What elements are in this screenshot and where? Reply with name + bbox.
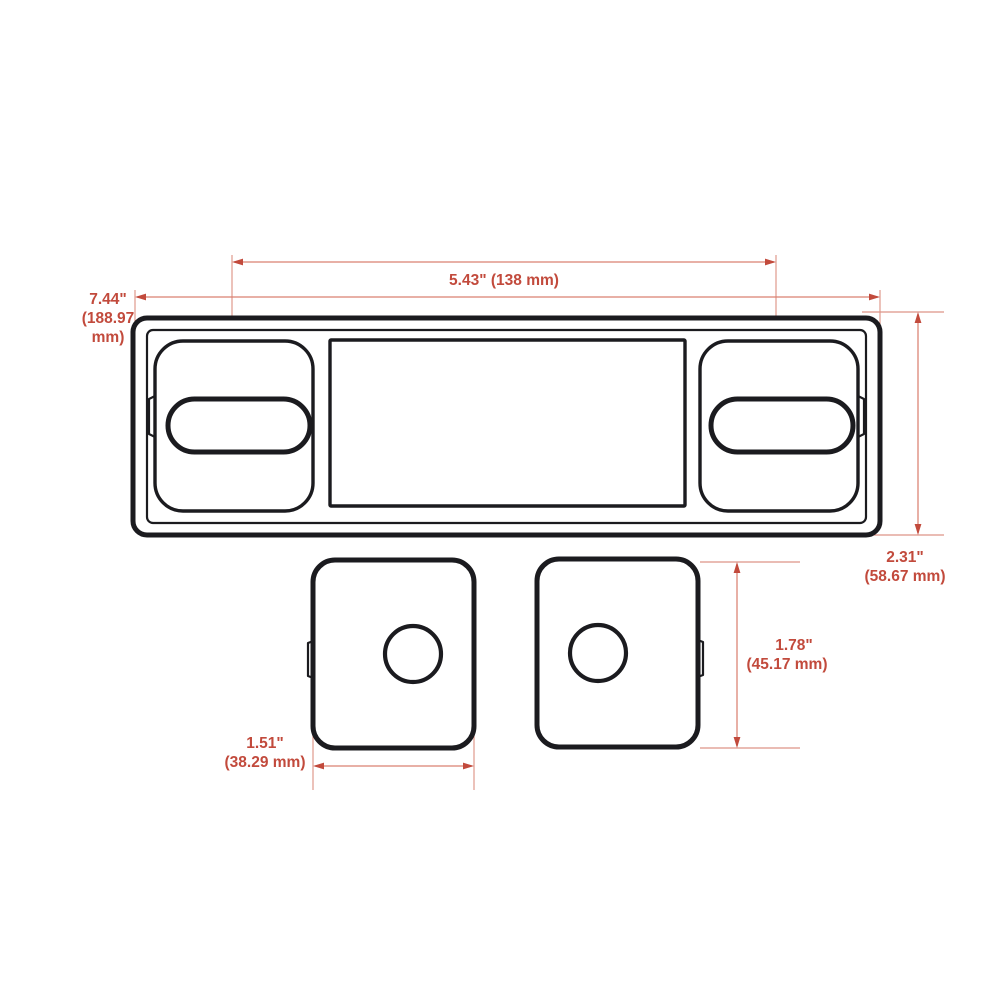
mounting-hole-right [567, 622, 629, 684]
overall-height-arrow-top [914, 312, 922, 323]
right-slot [708, 396, 856, 455]
dimension-overall-width: 7.44" (188.97 mm) [82, 290, 881, 346]
center-window [328, 338, 687, 508]
overall-width-arrow-right [869, 293, 880, 301]
pad-height-label-inch: 1.78" [775, 637, 813, 654]
overall-height-label-inch: 2.31" [886, 549, 924, 566]
pad-width-arrow-right [463, 762, 474, 770]
textured-pad-left [306, 557, 477, 751]
overall-height-label-mm: (58.67 mm) [865, 568, 946, 585]
overall-width-label-mm1: (188.97 [82, 310, 135, 327]
dimension-pad-height: 1.78" (45.17 mm) [700, 561, 828, 749]
dimension-pad-width: 1.51" (38.29 mm) [225, 735, 475, 790]
main-faceplate [130, 315, 883, 538]
pad-width-arrow-left [313, 762, 324, 770]
overall-width-label-inch: 7.44" [89, 291, 127, 308]
pad-width-label-inch: 1.51" [246, 735, 284, 752]
mounting-hole-left [382, 623, 444, 685]
textured-pad-right [534, 556, 705, 750]
pad-height-label-mm: (45.17 mm) [747, 656, 828, 673]
inner-width-arrow-right [765, 258, 776, 266]
left-slot [165, 396, 313, 455]
inner-width-arrow-left [232, 258, 243, 266]
overall-width-label-mm2: mm) [92, 329, 125, 346]
inner-width-label: 5.43" (138 mm) [449, 272, 559, 289]
overall-width-arrow-left [135, 293, 146, 301]
dimension-overall-height: 2.31" (58.67 mm) [862, 311, 946, 585]
overall-height-arrow-bottom [914, 524, 922, 535]
pad-height-arrow-top [733, 562, 741, 573]
pad-height-arrow-bottom [733, 737, 741, 748]
pad-width-label-mm: (38.29 mm) [225, 754, 306, 771]
